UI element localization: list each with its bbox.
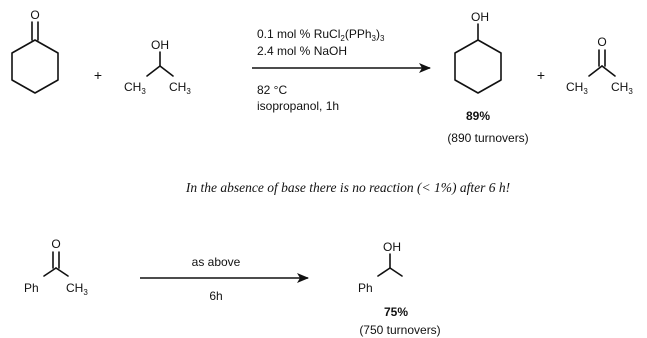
condition-temperature: 82 °C (257, 83, 287, 97)
isopropanol-hydroxyl-label: OH (151, 38, 169, 52)
phenylethanol-structure: OH Ph (358, 240, 403, 295)
cyclohexanone-structure: O (11, 8, 59, 94)
acetophenone-oxygen-label: O (51, 237, 60, 251)
isopropanol-structure: OH CH3 CH3 (124, 38, 191, 96)
product1-turnovers: (890 turnovers) (447, 131, 528, 145)
condition-catalyst: 0.1 mol % RuCl2(PPh3)3 (257, 27, 385, 43)
acetone-methyl-right: CH3 (611, 80, 633, 96)
product1-yield: 89% (466, 109, 490, 123)
isopropanol-methyl-left: CH3 (124, 80, 146, 96)
acetone-oxygen-label: O (597, 35, 606, 49)
no-base-note: In the absence of base there is no react… (185, 180, 510, 195)
product2-yield: 75% (384, 305, 408, 319)
plus-sign-2: + (537, 67, 545, 83)
acetone-methyl-left: CH3 (566, 80, 588, 96)
condition-base: 2.4 mol % NaOH (257, 44, 347, 58)
cyclohexanone-oxygen-label: O (30, 8, 39, 22)
plus-sign-1: + (94, 67, 102, 83)
phenylethanol-hydroxyl-label: OH (383, 240, 401, 254)
cyclohexanol-structure: OH (454, 10, 502, 94)
acetophenone-structure: O Ph CH3 (24, 237, 88, 297)
reaction2-condition-below: 6h (209, 289, 222, 303)
condition-solvent-time: isopropanol, 1h (257, 99, 339, 113)
reaction2-condition-above: as above (192, 255, 241, 269)
cyclohexanol-hydroxyl-label: OH (471, 10, 489, 24)
phenylethanol-phenyl-label: Ph (358, 281, 373, 295)
acetone-structure: O CH3 CH3 (566, 35, 633, 96)
isopropanol-methyl-right: CH3 (169, 80, 191, 96)
acetophenone-phenyl-label: Ph (24, 281, 39, 295)
product2-turnovers: (750 turnovers) (359, 323, 440, 337)
acetophenone-methyl-label: CH3 (66, 281, 88, 297)
